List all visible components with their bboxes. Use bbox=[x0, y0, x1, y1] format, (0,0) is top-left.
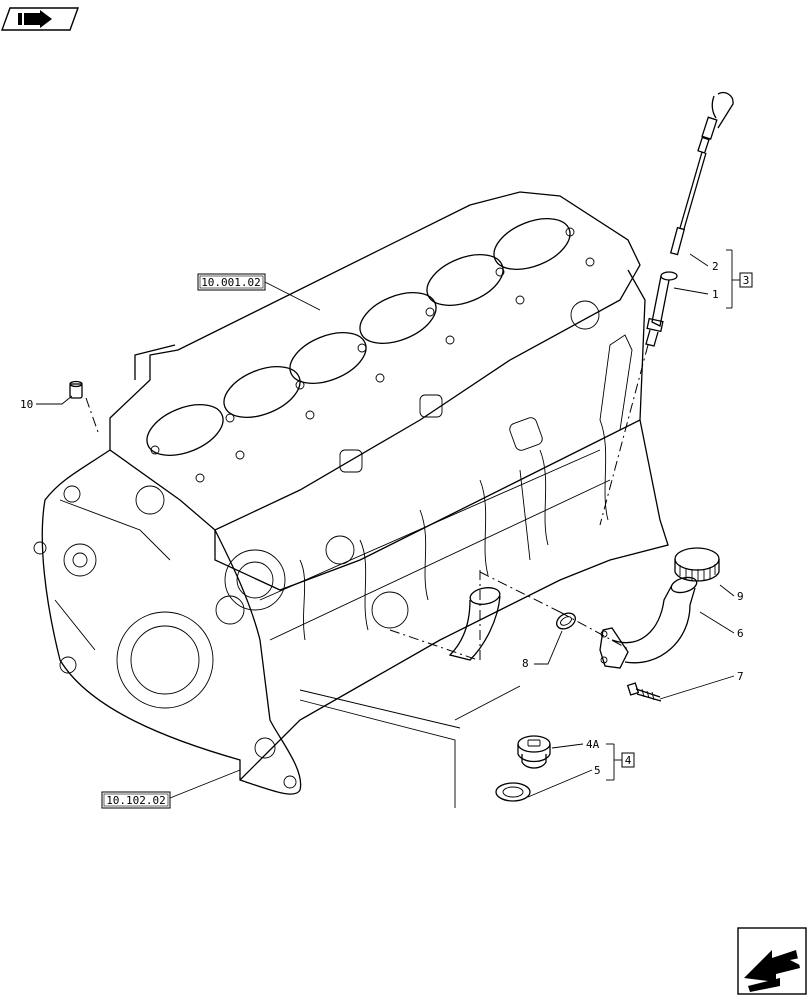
callout-2: 2 bbox=[712, 260, 719, 273]
callout-8: 8 bbox=[522, 657, 529, 670]
callout-6: 6 bbox=[737, 627, 744, 640]
part-6-filler-pipe bbox=[448, 576, 698, 669]
engine-block bbox=[33, 191, 669, 795]
ref-box-front-cover[interactable]: 10.102.02 bbox=[101, 791, 171, 809]
callout-4a: 4A bbox=[586, 738, 600, 751]
next-page-arrow-icon[interactable] bbox=[737, 927, 807, 995]
part-7-screw bbox=[626, 682, 662, 702]
callout-3-box: 3 bbox=[739, 272, 753, 288]
callout-3: 3 bbox=[743, 274, 750, 287]
callout-4: 4 bbox=[625, 754, 632, 767]
callout-9: 9 bbox=[737, 590, 744, 603]
alignment-line-seal bbox=[479, 571, 561, 613]
callout-10: 10 bbox=[20, 398, 33, 411]
part-9-filler-cap bbox=[674, 547, 720, 582]
part-5-washer bbox=[495, 782, 531, 802]
part-10-plug bbox=[69, 380, 83, 399]
part-2-dipstick bbox=[669, 91, 734, 256]
alignment-line-pipe bbox=[559, 611, 631, 651]
alignment-line-port bbox=[389, 629, 479, 661]
callout-1: 1 bbox=[712, 288, 719, 301]
bracket-group-3 bbox=[726, 249, 740, 309]
part-1-dipstick-tube bbox=[645, 271, 678, 347]
callout-5: 5 bbox=[594, 764, 601, 777]
ref-label-block: 10.001.02 bbox=[201, 276, 261, 289]
callout-4-box: 4 bbox=[621, 752, 635, 768]
alignment-line-10 bbox=[85, 397, 99, 433]
callout-7: 7 bbox=[737, 670, 744, 683]
part-8-seal-ring bbox=[556, 612, 576, 630]
book-arrow-icon[interactable] bbox=[1, 7, 79, 31]
ref-box-block[interactable]: 10.001.02 bbox=[197, 273, 266, 291]
alignment-line-dipstick bbox=[599, 344, 649, 526]
bracket-group-4 bbox=[606, 743, 622, 781]
ref-label-front-cover: 10.102.02 bbox=[106, 794, 166, 807]
leader-lines bbox=[36, 253, 735, 808]
part-4a-drain-plug bbox=[517, 735, 551, 769]
